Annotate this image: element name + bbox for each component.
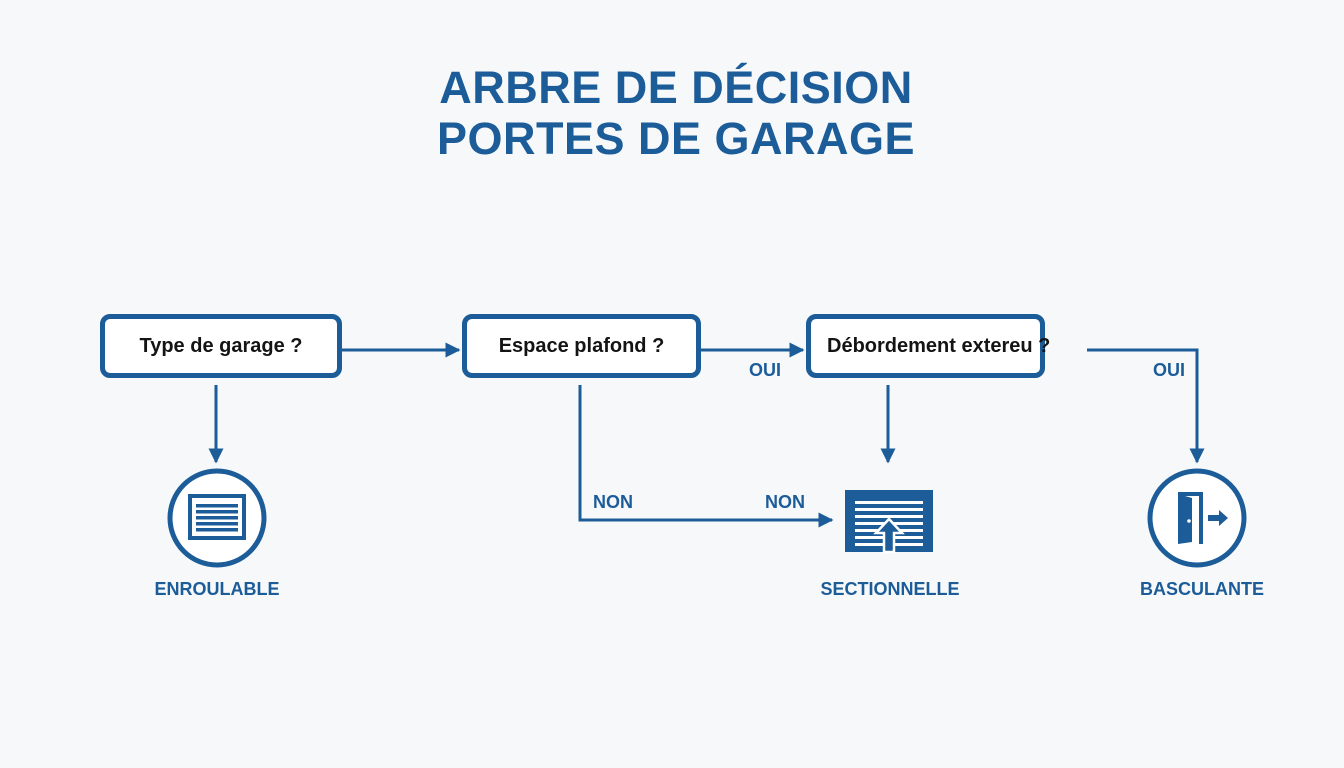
sectional-door-icon[interactable] [843,488,935,554]
question-node-espace-plafond[interactable]: Espace plafond ? [462,314,701,378]
question-label: Type de garage ? [139,334,303,357]
edge-label-oui-q3: OUI [1153,360,1186,380]
edge-label-oui-q2: OUI [749,360,782,380]
question-node-debordement[interactable]: Débordement extereu ? [806,314,1050,378]
title-line-2: PORTES DE GARAGE [436,113,916,164]
title-line-1: ARBRE DE DÉCISION [439,62,913,113]
outcome-label-basculante: BASCULANTE [1140,579,1264,599]
tilting-door-icon[interactable] [1145,466,1249,570]
question-label: Espace plafond ? [498,334,665,357]
question-label: Débordement extereu ? [827,334,1051,357]
outcome-label-sectionnelle: SECTIONNELLE [820,579,960,599]
question-node-type-garage[interactable]: Type de garage ? [100,314,342,378]
edge-q3-basculante [1087,348,1205,464]
edge-label-non-q2: NON [593,492,633,512]
outcome-label-enroulable: ENROULABLE [154,579,280,599]
diagram-title: ARBRE DE DÉCISION PORTES DE GARAGE [0,62,1344,164]
roller-door-icon[interactable] [165,466,269,570]
edge-label-non-q3: NON [765,492,805,512]
edge-q2-sectionnelle [578,385,834,528]
